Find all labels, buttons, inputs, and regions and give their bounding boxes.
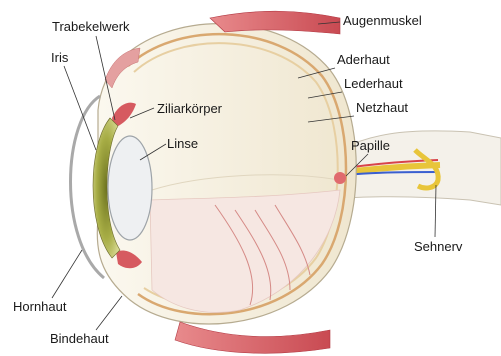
leader-hornhaut: [52, 250, 82, 298]
papilla: [334, 172, 346, 184]
label-linse: Linse: [167, 136, 198, 151]
label-trabekelwerk: Trabekelwerk: [52, 19, 130, 34]
lens: [108, 136, 152, 240]
label-iris: Iris: [51, 50, 69, 65]
label-sehnerv: Sehnerv: [414, 239, 463, 254]
lower-eye-muscle: [175, 322, 330, 353]
label-lederhaut: Lederhaut: [344, 76, 403, 91]
label-ziliarkoerper: Ziliarkörper: [157, 101, 223, 116]
label-augenmuskel: Augenmuskel: [343, 13, 422, 28]
label-aderhaut: Aderhaut: [337, 52, 390, 67]
upper-eye-muscle: [210, 11, 340, 34]
leader-iris: [64, 66, 96, 150]
label-bindehaut: Bindehaut: [50, 331, 109, 346]
leader-bindehaut: [96, 296, 122, 330]
label-papille: Papille: [351, 138, 390, 153]
label-hornhaut: Hornhaut: [13, 299, 67, 314]
label-netzhaut: Netzhaut: [356, 100, 408, 115]
